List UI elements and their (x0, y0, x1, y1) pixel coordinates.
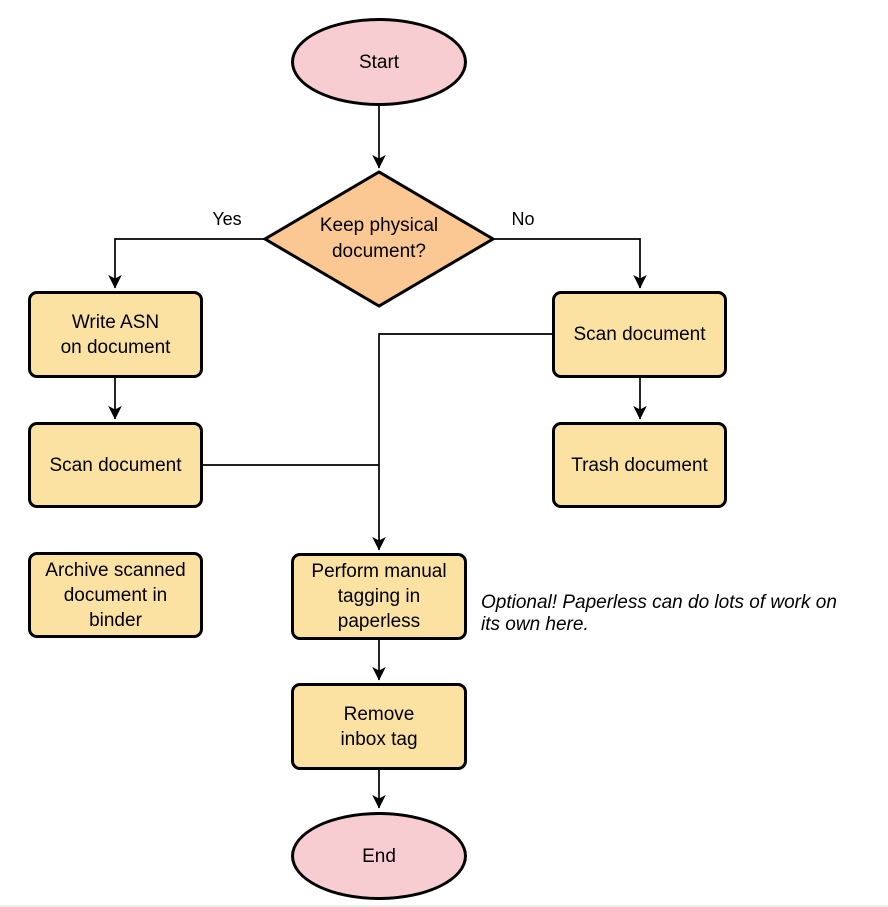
node-archive-binder-label: Archive scanned document in binder (45, 559, 186, 631)
node-start: Start (291, 18, 467, 106)
edge-label-yes: Yes (212, 209, 242, 229)
optional-note: Optional! Paperless can do lots of work … (481, 592, 837, 635)
node-decision-label: Keep physical document? (319, 215, 439, 262)
edge-scan-right-tagging (372, 333, 552, 551)
node-trash-document-label: Trash document (571, 454, 708, 476)
node-scan-document-left: Scan document (28, 422, 203, 508)
node-decision: Keep physical document? (265, 172, 493, 306)
node-archive-binder: Archive scanned document in binder (28, 552, 203, 638)
decision-shape (262, 170, 496, 308)
node-scan-document-right-label: Scan document (573, 324, 706, 345)
node-start-label: Start (358, 51, 400, 73)
canvas-bottom-edge (0, 905, 888, 907)
edge-decision-no-scan-right (493, 238, 647, 289)
node-remove-inbox-tag-label: Remove inbox tag (340, 703, 418, 750)
node-scan-document-right: Scan document (552, 291, 727, 378)
node-end: End (291, 812, 467, 900)
node-end-label: End (362, 845, 396, 867)
node-remove-inbox-tag: Remove inbox tag (291, 683, 467, 770)
node-write-asn: Write ASN on document (28, 291, 203, 378)
node-write-asn-label: Write ASN on document (60, 311, 171, 358)
node-scan-document-left-label: Scan document (49, 454, 182, 476)
edge-decision-yes-write-asn (108, 238, 265, 289)
edge-label-no: No (511, 209, 535, 229)
node-trash-document: Trash document (552, 422, 727, 508)
node-manual-tagging-label: Perform manual tagging in paperless (311, 561, 447, 632)
node-manual-tagging: Perform manual tagging in paperless (291, 553, 467, 640)
